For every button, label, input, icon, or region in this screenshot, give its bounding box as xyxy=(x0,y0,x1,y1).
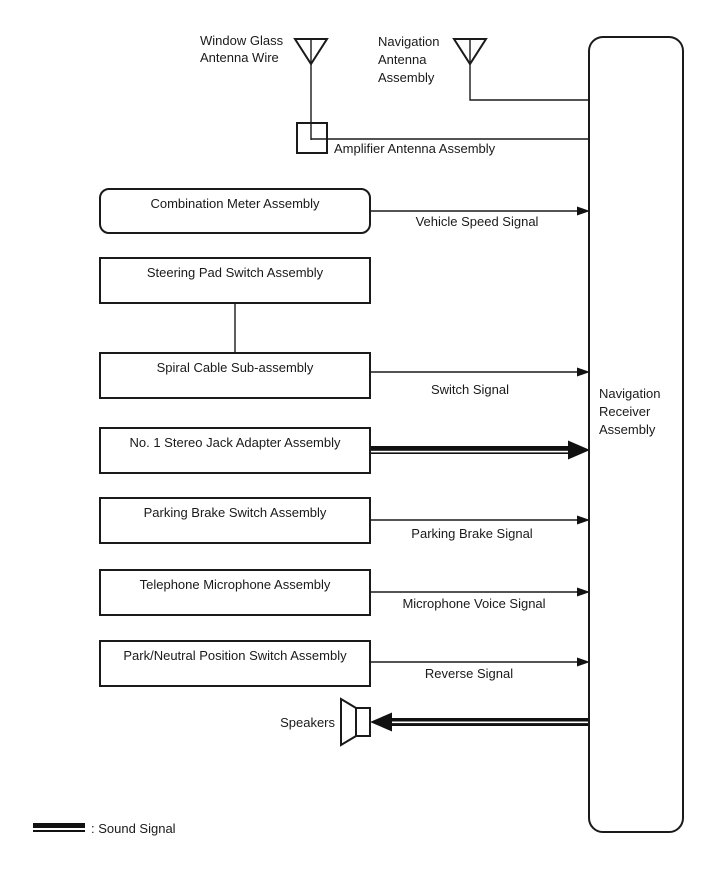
stereo-jack-adapter-box: No. 1 Stereo Jack Adapter Assembly xyxy=(99,427,371,474)
spiral-cable-box: Spiral Cable Sub-assembly xyxy=(99,352,371,399)
speakers-label: Speakers xyxy=(280,715,335,730)
combination-meter-box: Combination Meter Assembly xyxy=(99,188,371,234)
stereo-jack-adapter-label: No. 1 Stereo Jack Adapter Assembly xyxy=(129,435,341,450)
arrowhead-icon xyxy=(577,587,590,597)
navigation-receiver-label: Navigation Receiver Assembly xyxy=(599,386,661,437)
sound-signal-legend-label: : Sound Signal xyxy=(91,821,176,836)
sound-signal-legend-icon xyxy=(33,823,85,832)
speakers-sound-arrow xyxy=(370,712,590,732)
steering-pad-switch-box: Steering Pad Switch Assembly xyxy=(99,257,371,304)
speaker-icon xyxy=(340,697,371,747)
vehicle-speed-signal-label: Vehicle Speed Signal xyxy=(415,214,539,229)
switch-signal-label: Switch Signal xyxy=(430,382,510,397)
amplifier-antenna-box xyxy=(296,122,328,154)
parking-brake-switch-label: Parking Brake Switch Assembly xyxy=(143,505,327,520)
park-neutral-switch-box: Park/Neutral Position Switch Assembly xyxy=(99,640,371,687)
switch-signal-arrow xyxy=(371,367,590,377)
arrowhead-icon xyxy=(577,367,590,377)
microphone-voice-signal-label: Microphone Voice Signal xyxy=(402,596,546,611)
parking-brake-arrow xyxy=(371,515,590,525)
reverse-signal-label: Reverse Signal xyxy=(424,666,514,681)
navigation-antenna-label: Navigation Antenna Assembly xyxy=(378,34,440,85)
arrowhead-icon xyxy=(370,712,392,732)
arrowhead-icon xyxy=(577,515,590,525)
reverse-signal-arrow xyxy=(371,657,590,667)
steering-pad-switch-label: Steering Pad Switch Assembly xyxy=(146,265,324,280)
microphone-voice-arrow xyxy=(371,587,590,597)
combination-meter-label: Combination Meter Assembly xyxy=(150,196,320,211)
telephone-microphone-box: Telephone Microphone Assembly xyxy=(99,569,371,616)
arrowhead-icon xyxy=(577,206,590,216)
vehicle-speed-arrow xyxy=(371,206,590,216)
window-glass-antenna-label: Window Glass Antenna Wire xyxy=(200,33,284,65)
spiral-cable-label: Spiral Cable Sub-assembly xyxy=(156,360,314,375)
navigation-receiver-box xyxy=(588,36,684,833)
arrowhead-icon xyxy=(568,440,590,460)
stereo-jack-sound-arrow xyxy=(371,440,590,460)
parking-brake-signal-label: Parking Brake Signal xyxy=(411,526,533,541)
telephone-microphone-label: Telephone Microphone Assembly xyxy=(139,577,331,592)
arrowhead-icon xyxy=(577,657,590,667)
parking-brake-switch-box: Parking Brake Switch Assembly xyxy=(99,497,371,544)
navigation-antenna-icon xyxy=(452,38,589,101)
park-neutral-switch-label: Park/Neutral Position Switch Assembly xyxy=(123,648,347,663)
amplifier-antenna-label: Amplifier Antenna Assembly xyxy=(334,141,496,156)
